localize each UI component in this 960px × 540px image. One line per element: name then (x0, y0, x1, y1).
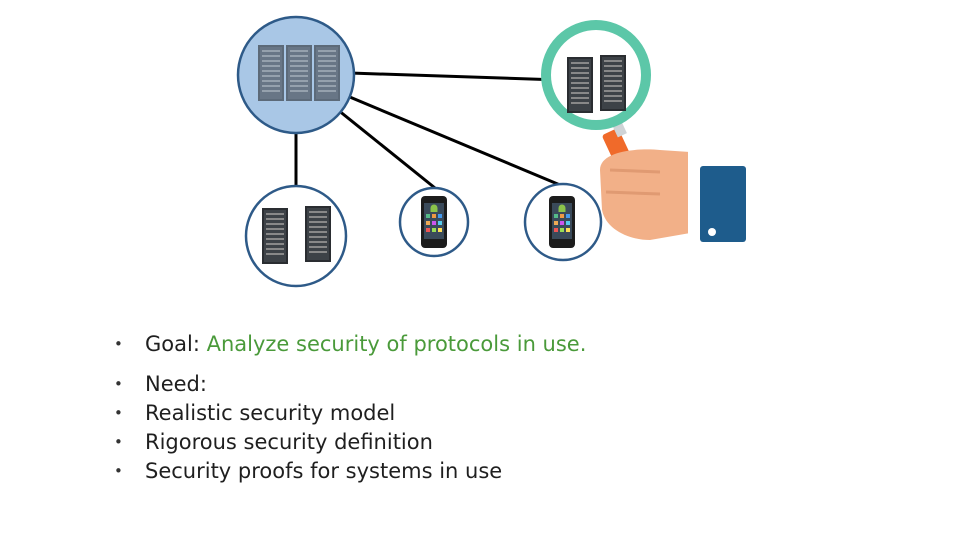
network-diagram (236, 15, 746, 288)
android-phone-icon (421, 196, 447, 248)
server-rack-icon (258, 45, 340, 101)
android-phone-icon (549, 196, 575, 248)
magnifying-glass-hand-icon (541, 20, 746, 242)
need-item: Rigorous security definition (114, 428, 502, 457)
goal-label: Goal: (145, 332, 200, 356)
goal-text: Analyze security of protocols in use. (206, 332, 587, 356)
need-list: Need: Realistic security model Rigorous … (114, 370, 502, 486)
phone-node (398, 186, 470, 258)
goal-item: Goal: Analyze security of protocols in u… (114, 330, 586, 359)
goal-list: Goal: Analyze security of protocols in u… (114, 330, 586, 359)
link-main-to-phone (337, 108, 436, 190)
link-main-to-inspected-phone (344, 93, 573, 192)
need-item: Security proofs for systems in use (114, 457, 502, 486)
inspected-phone-node (523, 182, 603, 262)
need-heading: Need: (114, 370, 502, 399)
server-main-node (236, 15, 356, 135)
need-item: Realistic security model (114, 399, 502, 428)
server-secondary-node (244, 184, 348, 288)
link-main-to-inspected (349, 71, 561, 82)
